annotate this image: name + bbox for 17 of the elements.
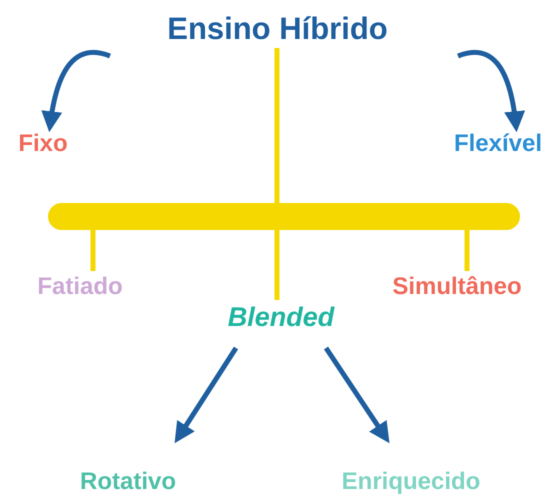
connector-line	[274, 230, 280, 300]
arrow	[42, 50, 111, 132]
connector-line	[90, 230, 96, 271]
connector-line	[464, 230, 470, 271]
category-label: Fixo	[12, 128, 74, 160]
arrow	[174, 346, 238, 444]
title-text: Ensino Híbrido	[160, 8, 395, 48]
connector-line	[274, 48, 280, 203]
arrow	[457, 50, 525, 132]
category-label: Fatiado	[26, 271, 134, 303]
horizontal-bar	[48, 203, 520, 230]
category-label: Flexível	[445, 128, 551, 160]
arrow	[324, 346, 390, 444]
category-label: Enriquecido	[326, 466, 496, 498]
category-label: Simultâneo	[376, 271, 538, 303]
category-label: Rotativo	[66, 466, 190, 498]
category-label: Blended	[218, 300, 344, 334]
